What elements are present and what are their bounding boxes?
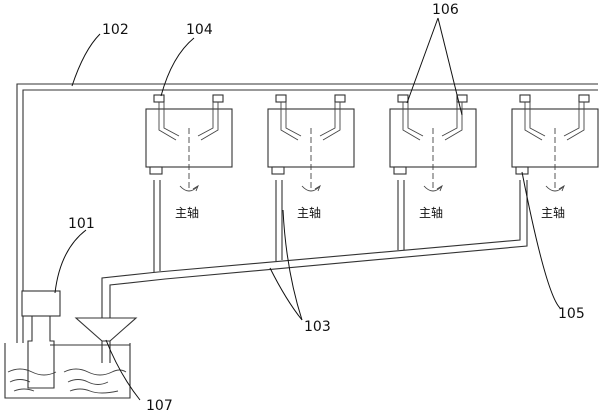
ref-105: 105 — [558, 306, 585, 322]
ref-104: 104 — [186, 22, 213, 38]
pump — [21, 290, 130, 389]
leader-lines — [54, 17, 561, 401]
funnel — [74, 317, 138, 363]
ref-106: 106 — [432, 2, 459, 18]
spindle-label: 主轴 — [175, 205, 199, 220]
spindle-unit-4: 主轴 — [511, 94, 599, 220]
spindle-label: 主轴 — [297, 205, 321, 220]
supply-pipe — [16, 83, 598, 343]
spindle-label: 主轴 — [419, 205, 443, 220]
reservoir-tank — [4, 343, 131, 399]
spindle-unit-2: 主轴 — [267, 94, 355, 220]
spindle-unit-3: 主轴 — [389, 94, 477, 220]
ref-102: 102 — [102, 22, 129, 38]
spindle-label: 主轴 — [541, 205, 565, 220]
spindle-unit-1: 主轴 — [145, 94, 233, 220]
ref-107: 107 — [146, 398, 173, 414]
ref-101: 101 — [68, 216, 95, 232]
return-pipe — [101, 180, 528, 318]
ref-103: 103 — [304, 319, 331, 335]
